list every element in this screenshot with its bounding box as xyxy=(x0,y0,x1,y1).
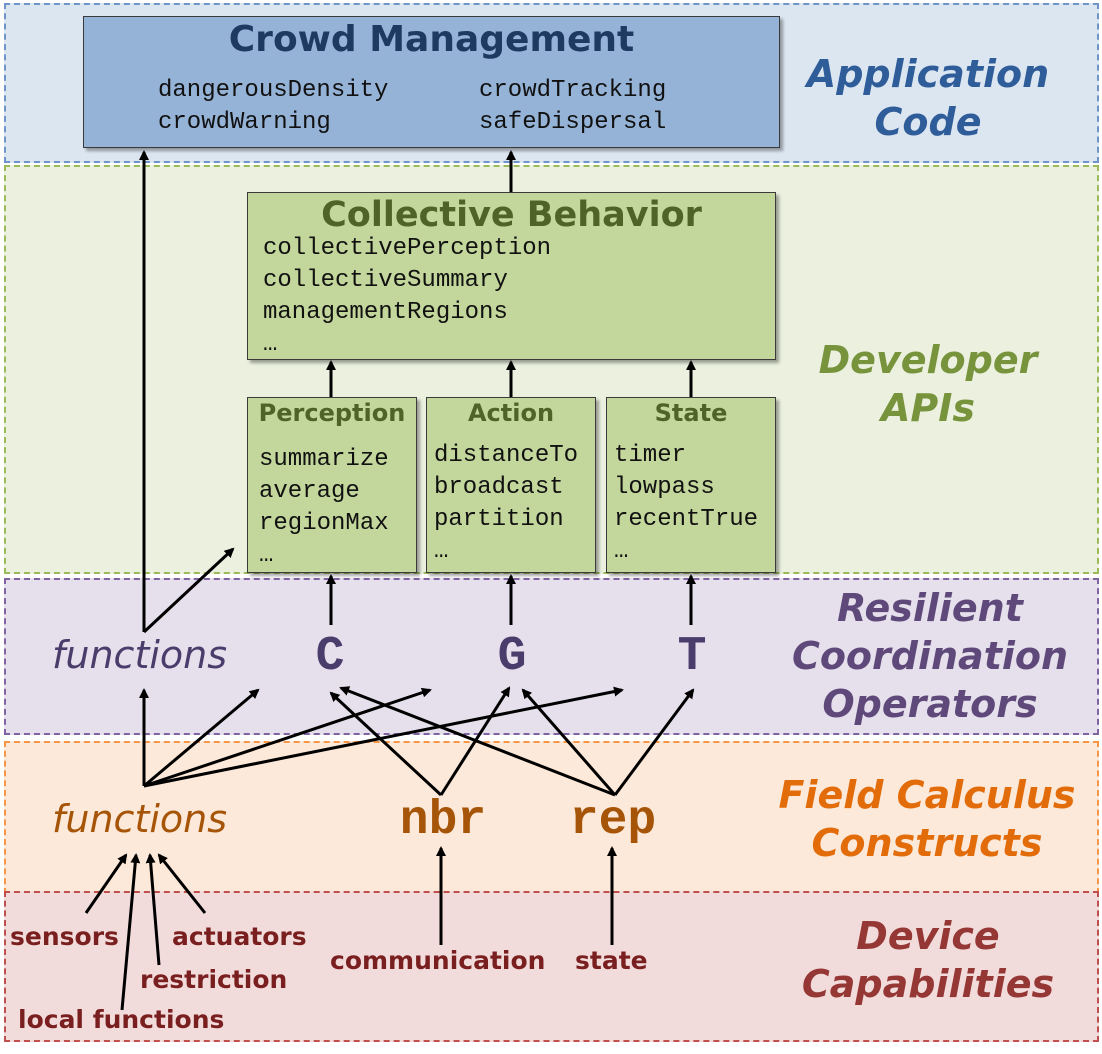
action-item-ellipsis: … xyxy=(434,538,449,565)
operator-c: C xyxy=(315,630,345,684)
perception-title: Perception xyxy=(258,399,406,427)
application-label-line2: Code xyxy=(874,100,982,144)
field-label-line1: Field Calculus xyxy=(778,773,1076,817)
capability-restriction: restriction xyxy=(140,965,288,994)
collective-behavior-title: Collective Behavior xyxy=(321,195,702,235)
developer-label-line1: Developer xyxy=(818,338,1038,382)
crowd-item-dangerous-density: dangerousDensity xyxy=(158,77,389,104)
action-title: Action xyxy=(467,399,555,427)
perception-api-box: Perception summarize average regionMax … xyxy=(247,397,417,573)
crowd-item-crowd-warning: crowdWarning xyxy=(158,109,331,136)
state-item-recent-true: recentTrue xyxy=(614,506,759,533)
perception-item-summarize: summarize xyxy=(259,446,389,473)
arrow-fc-functions-to-t xyxy=(143,686,624,788)
developer-layer-label: Developer APIs xyxy=(790,336,1066,432)
operators-functions-label: functions xyxy=(52,633,228,677)
arrow-ops-functions-to-perception xyxy=(142,547,235,634)
perception-item-region-max: regionMax xyxy=(259,510,389,537)
arrow-restriction-to-functions xyxy=(145,853,161,966)
application-label-line1: Application xyxy=(806,52,1050,96)
arrow-rep-to-c xyxy=(339,686,616,797)
collective-behavior-box: Collective Behavior collectivePerception… xyxy=(247,192,776,360)
state-item-ellipsis: … xyxy=(614,538,629,565)
crowd-item-safe-dispersal: safeDispersal xyxy=(479,109,667,136)
action-api-box: Action distanceTo broadcast partition … xyxy=(426,397,596,573)
capability-actuators: actuators xyxy=(172,922,307,951)
state-item-timer: timer xyxy=(614,442,687,469)
coordination-label-line3: Operators xyxy=(822,682,1038,726)
coordination-layer-label: Resilient Coordination Operators xyxy=(780,584,1080,728)
operator-g: G xyxy=(497,630,527,684)
device-label-line2: Capabilities xyxy=(801,962,1055,1006)
operator-t: T xyxy=(677,630,707,684)
state-item-lowpass: lowpass xyxy=(614,474,715,501)
arrow-fc-functions-to-c xyxy=(143,688,260,788)
action-item-broadcast: broadcast xyxy=(434,474,564,501)
arrow-rep-to-t xyxy=(613,688,695,796)
collective-item-summary: collectiveSummary xyxy=(263,267,508,294)
collective-item-ellipsis: … xyxy=(263,331,278,358)
constructs-functions-label: functions xyxy=(52,797,228,841)
perception-item-average: average xyxy=(259,478,360,505)
arrow-fc-functions-to-g xyxy=(143,687,432,788)
capability-communication: communication xyxy=(330,946,546,975)
arrow-rep-to-g xyxy=(521,688,617,796)
perception-item-ellipsis: … xyxy=(259,542,274,569)
coordination-label-line1: Resilient xyxy=(837,586,1023,630)
state-title: State xyxy=(654,399,728,427)
capability-state: state xyxy=(575,946,648,975)
capability-sensors: sensors xyxy=(10,922,119,951)
device-layer-band xyxy=(4,891,1099,1042)
crowd-management-title: Crowd Management xyxy=(228,19,635,60)
arrow-nbr-to-c xyxy=(329,691,443,797)
developer-label-line2: APIs xyxy=(880,386,976,430)
device-layer-label: Device Capabilities xyxy=(790,912,1066,1008)
crowd-item-crowd-tracking: crowdTracking xyxy=(479,77,667,104)
state-api-box: State timer lowpass recentTrue … xyxy=(606,397,776,573)
coordination-label-line2: Coordination xyxy=(791,634,1069,678)
crowd-management-box: Crowd Management dangerousDensity crowdT… xyxy=(83,16,780,148)
field-label-line2: Constructs xyxy=(811,821,1043,865)
construct-nbr: nbr xyxy=(399,794,487,848)
coordination-layer-band xyxy=(4,578,1099,735)
construct-rep: rep xyxy=(569,794,657,848)
device-label-line1: Device xyxy=(856,914,1000,958)
arrow-actuators-to-functions xyxy=(157,853,207,914)
arrow-sensors-to-functions xyxy=(84,853,128,914)
arrow-local-functions-to-functions xyxy=(120,853,141,1011)
application-layer-label: Application Code xyxy=(790,50,1066,146)
field-calculus-layer-band xyxy=(4,741,1099,894)
field-layer-label: Field Calculus Constructs xyxy=(766,771,1088,867)
collective-item-regions: managementRegions xyxy=(263,299,508,326)
action-item-distance-to: distanceTo xyxy=(434,442,579,469)
collective-item-perception: collectivePerception xyxy=(263,235,552,262)
action-item-partition: partition xyxy=(434,506,564,533)
